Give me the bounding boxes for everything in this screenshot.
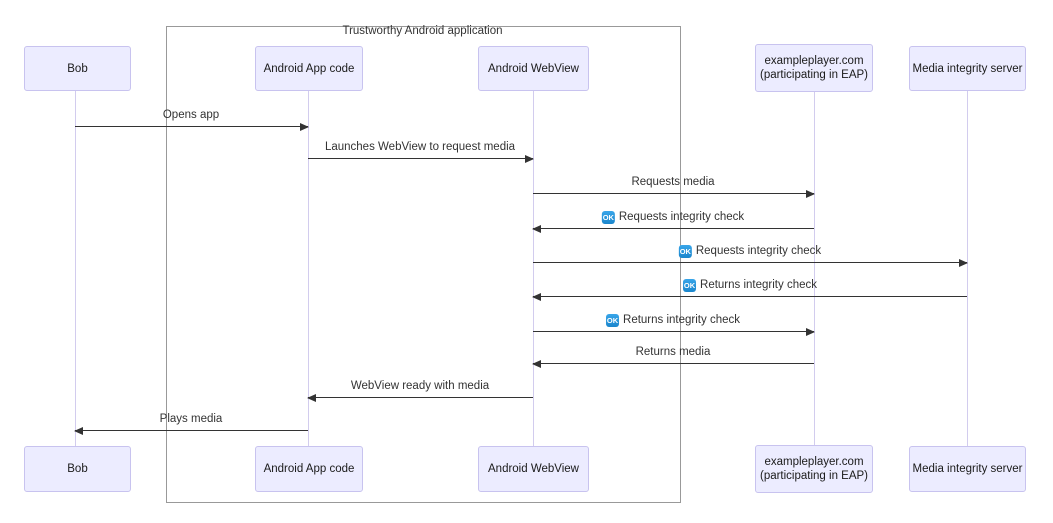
actor-top-android-webview: Android WebView <box>478 46 589 91</box>
message-text: Requests integrity check <box>695 245 822 257</box>
ok-badge-icon: OK <box>601 210 615 224</box>
actor-label: Android WebView <box>488 463 579 475</box>
trustworthy-app-frame <box>166 26 681 503</box>
actor-label: Android WebView <box>488 62 579 75</box>
message-label: OK Requests integrity check <box>678 243 822 259</box>
actor-bottom-media-integrity-server: Media integrity server <box>909 446 1026 492</box>
actor-label: Android App code <box>263 463 355 475</box>
actor-bottom-exampleplayer: exampleplayer.com (participating in EAP) <box>755 445 873 493</box>
message-text: Requests media <box>631 176 715 188</box>
ok-badge-icon: OK <box>678 244 692 258</box>
message-arrow-returns-integrity-check-2 <box>533 327 815 336</box>
message-text: WebView ready with media <box>350 380 490 392</box>
message-label: WebView ready with media <box>351 378 489 394</box>
message-text: Returns integrity check <box>700 279 817 291</box>
lifeline-android-app-code <box>307 91 309 446</box>
message-label: Returns media <box>636 344 711 360</box>
actor-label: Android App code <box>263 62 355 75</box>
arrowhead-icon <box>300 122 309 131</box>
lifeline-android-webview <box>532 91 534 446</box>
message-arrow-opens-app <box>75 122 309 131</box>
actor-top-android-app-code: Android App code <box>255 46 363 91</box>
actor-label: Bob <box>67 62 88 75</box>
actor-bottom-android-app-code: Android App code <box>255 446 363 492</box>
arrowhead-icon <box>525 154 534 163</box>
message-label: Requests media <box>631 174 714 190</box>
actor-label: Bob <box>67 463 88 475</box>
actor-label: Media integrity server <box>912 463 1023 475</box>
message-text: Returns integrity check <box>623 314 740 326</box>
lifeline-media-integrity-server <box>966 91 968 446</box>
ok-badge-icon: OK <box>683 278 697 292</box>
actor-label: Media integrity server <box>912 62 1023 75</box>
actor-top-exampleplayer: exampleplayer.com (participating in EAP) <box>755 44 873 92</box>
frame-title: Trustworthy Android application <box>342 25 503 37</box>
actor-top-media-integrity-server: Media integrity server <box>909 46 1026 91</box>
message-label: Plays media <box>160 411 223 427</box>
actor-bottom-bob: Bob <box>24 446 131 492</box>
arrowhead-icon <box>307 393 316 402</box>
arrowhead-icon <box>74 426 83 435</box>
message-label: OK Returns integrity check <box>683 277 817 293</box>
message-text: Returns media <box>635 346 711 358</box>
arrowhead-icon <box>532 292 541 301</box>
actor-label: exampleplayer.com (participating in EAP) <box>759 456 869 482</box>
arrowhead-icon <box>806 189 815 198</box>
message-label: OK Returns integrity check <box>606 312 740 328</box>
message-text: Opens app <box>162 109 220 121</box>
message-label: OK Requests integrity check <box>601 209 745 225</box>
arrowhead-icon <box>532 359 541 368</box>
message-arrow-requests-integrity-check-2 <box>533 258 968 267</box>
message-label: Launches WebView to request media <box>325 139 515 155</box>
message-arrow-requests-integrity-check-1 <box>532 224 814 233</box>
actor-bottom-android-webview: Android WebView <box>478 446 589 492</box>
actor-label: exampleplayer.com (participating in EAP) <box>759 55 869 81</box>
arrowhead-icon <box>532 224 541 233</box>
lifeline-exampleplayer <box>813 91 815 446</box>
message-text: Launches WebView to request media <box>324 141 516 153</box>
message-arrow-webview-ready <box>307 393 533 402</box>
actor-top-bob: Bob <box>24 46 131 91</box>
message-arrow-plays-media <box>74 426 308 435</box>
arrowhead-icon <box>806 327 815 336</box>
lifeline-bob <box>74 91 76 446</box>
message-arrow-returns-integrity-check-1 <box>532 292 967 301</box>
message-label: Opens app <box>163 107 219 123</box>
message-arrow-returns-media <box>532 359 814 368</box>
arrowhead-icon <box>959 258 968 267</box>
message-arrow-launches-webview <box>308 154 534 163</box>
message-text: Requests integrity check <box>618 211 745 223</box>
message-text: Plays media <box>159 413 223 425</box>
ok-badge-icon: OK <box>606 313 620 327</box>
message-arrow-requests-media <box>533 189 815 198</box>
